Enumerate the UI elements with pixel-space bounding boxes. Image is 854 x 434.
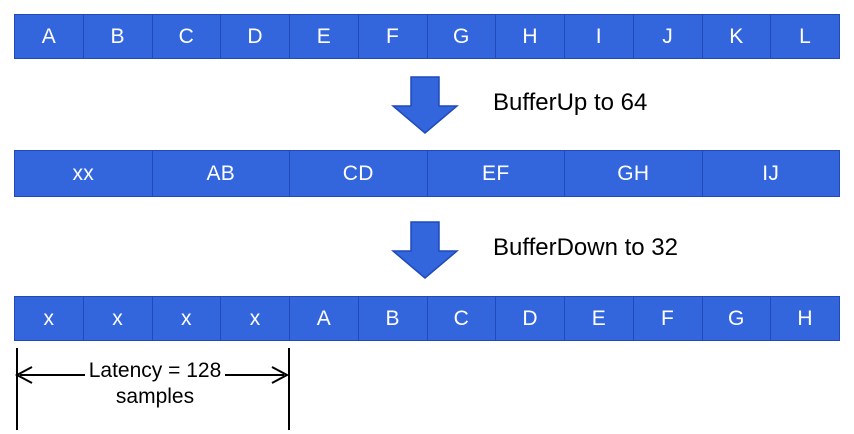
buffer-cell: H (797, 307, 813, 330)
buffer-cell: x (15, 297, 84, 340)
latency-label-line1: Latency = 128 (84, 358, 226, 385)
buffer-cell: GH (565, 151, 703, 196)
down-arrow-icon (391, 221, 459, 279)
buffer-cell: IJ (762, 162, 780, 185)
buffer-cell: D (496, 297, 565, 340)
buffer-cell: AB (153, 151, 290, 196)
buffer-cell: C (153, 15, 222, 58)
buffer-cell: A (290, 297, 359, 340)
buffer-cell: x (84, 297, 153, 340)
buffer-cell: K (703, 15, 772, 58)
buffer-cell: L (799, 25, 812, 48)
bufferup-label: BufferUp to 64 (493, 89, 648, 116)
buffer-cell: x (153, 297, 222, 340)
buffer-cell: EF (428, 151, 565, 196)
bufferdown-label: BufferDown to 32 (493, 234, 679, 261)
latency-right-marker (288, 348, 290, 430)
latency-label-line2: samples (115, 385, 195, 409)
bufferup-row: xx AB CD EF GH IJ (14, 150, 840, 197)
buffer-cell: x (221, 297, 290, 340)
buffer-cell: xx (15, 151, 153, 196)
input-buffer-row: A B C D E F G H I J K L (14, 14, 840, 59)
buffer-cell: I (565, 15, 634, 58)
buffer-cell: E (565, 297, 634, 340)
buffer-cell: H (496, 15, 565, 58)
down-arrow-icon (391, 76, 459, 134)
latency-label: Latency = 128 samples (60, 358, 250, 411)
buffer-cell: G (703, 297, 772, 340)
buffer-cell: J (634, 15, 703, 58)
buffer-cell: C (428, 297, 497, 340)
buffer-cell: CD (290, 151, 428, 196)
buffer-cell: E (290, 15, 359, 58)
bufferdown-row: x x x x A B C D E F G H (14, 296, 840, 341)
buffer-cell: G (428, 15, 497, 58)
latency-annotation: Latency = 128 samples (0, 344, 360, 434)
buffer-cell: B (84, 15, 153, 58)
buffer-cell: A (15, 15, 84, 58)
buffer-cell: B (359, 297, 428, 340)
buffer-cell: F (634, 297, 703, 340)
latency-left-marker (16, 348, 18, 430)
buffer-cell: D (221, 15, 290, 58)
buffer-cell: F (359, 15, 428, 58)
